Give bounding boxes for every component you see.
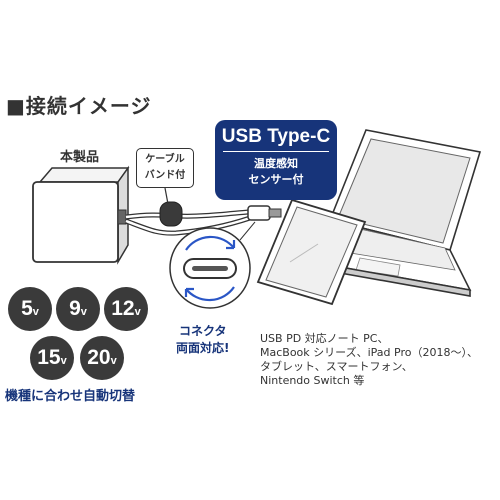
compatible-line-3: タブレット、スマートフォン、 xyxy=(260,360,413,373)
voltage-value: 9 xyxy=(69,297,81,320)
charger-illustration xyxy=(32,165,130,265)
reversible-arrows-icon xyxy=(184,235,236,302)
badge-feature-2: センサー付 xyxy=(248,173,304,186)
cable-illustration xyxy=(125,187,282,236)
voltage-unit: v xyxy=(60,355,67,367)
compatible-line-4: Nintendo Switch 等 xyxy=(260,374,365,387)
voltage-unit: v xyxy=(80,306,87,318)
badge-divider xyxy=(223,151,329,152)
voltage-unit: v xyxy=(32,306,39,318)
compatible-devices: USB PD 対応ノート PC、 MacBook シリーズ、iPad Pro（2… xyxy=(260,332,478,388)
product-label: 本製品 xyxy=(60,150,100,165)
voltage-unit: v xyxy=(110,355,117,367)
voltage-12v: 12v xyxy=(104,287,148,331)
tablet-illustration xyxy=(256,198,367,306)
voltage-5v: 5v xyxy=(8,287,52,331)
compatible-line-2: MacBook シリーズ、iPad Pro（2018～）、 xyxy=(260,346,478,359)
connector-label: コネクタ 両面対応! xyxy=(176,323,229,357)
section-heading: ■接続イメージ xyxy=(6,94,152,118)
usb-c-connector-icon xyxy=(169,221,256,309)
voltage-value: 12 xyxy=(111,297,135,320)
voltage-9v: 9v xyxy=(56,287,100,331)
auto-switch-label: 機種に合わせ自動切替 xyxy=(5,389,136,404)
connector-line-1: コネクタ xyxy=(178,324,227,338)
badge-feature-1: 温度感知 xyxy=(254,157,298,170)
cable-band-line-1: ケーブル xyxy=(145,154,185,165)
voltage-value: 15 xyxy=(37,346,61,369)
connector-line-2: 両面対応! xyxy=(176,341,230,355)
cable-band-callout: ケーブル バンド付 xyxy=(136,148,194,188)
compatible-line-1: USB PD 対応ノート PC、 xyxy=(260,332,389,345)
usb-type-c-badge: USB Type-C 温度感知 センサー付 xyxy=(215,120,337,200)
voltage-value: 20 xyxy=(87,346,111,369)
voltage-value: 5 xyxy=(21,297,33,320)
voltage-unit: v xyxy=(134,306,141,318)
cable-band-line-2: バンド付 xyxy=(144,170,186,181)
voltage-15v: 15v xyxy=(30,336,74,380)
badge-type: USB Type-C xyxy=(221,126,331,147)
voltage-20v: 20v xyxy=(80,336,124,380)
